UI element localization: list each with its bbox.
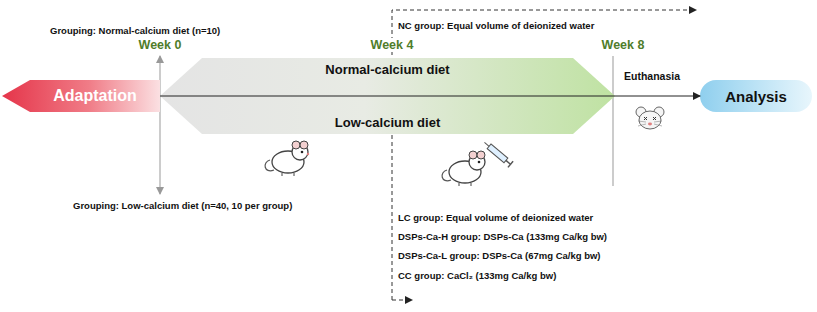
node-text: Low-calcium diet: [335, 115, 440, 130]
mouse-icon: [265, 141, 309, 176]
week8-line: [613, 56, 614, 186]
treatment-bracket: [392, 10, 696, 300]
node-text: Normal-calcium diet: [325, 62, 449, 77]
note-label: LC group: Equal volume of deionized wate…: [398, 212, 593, 223]
note-label: CC group: CaCl₂ (133mg Ca/kg bw): [398, 270, 556, 281]
week-label: Week 8: [600, 38, 647, 52]
note-label: DSPs-Ca-H group: DSPs-Ca (133mg Ca/kg bw…: [398, 231, 607, 242]
note-label: DSPs-Ca-L group: DSPs-Ca (67mg Ca/kg bw): [398, 250, 601, 261]
week-label: Week 0: [137, 38, 184, 52]
note-label: NC group: Equal volume of deionized wate…: [398, 20, 594, 31]
note-label: Grouping: Normal-calcium diet (n=10): [50, 25, 220, 36]
stage-arrow: Adaptation: [2, 80, 160, 112]
mouse-syringe-icon: [442, 139, 513, 186]
node-text: Adaptation: [53, 87, 137, 105]
note-label: Euthanasia: [624, 70, 680, 82]
node-text: Analysis: [725, 88, 787, 105]
timeline-arrow: [160, 96, 700, 97]
week-label: Week 4: [369, 38, 416, 52]
note-label: Grouping: Low-calcium diet (n=40, 10 per…: [73, 200, 292, 211]
treatment-bracket-end: [392, 300, 412, 301]
stage-pill: Analysis: [700, 80, 812, 112]
mouse-face-icon: [636, 107, 664, 129]
week0-line: [160, 56, 161, 194]
